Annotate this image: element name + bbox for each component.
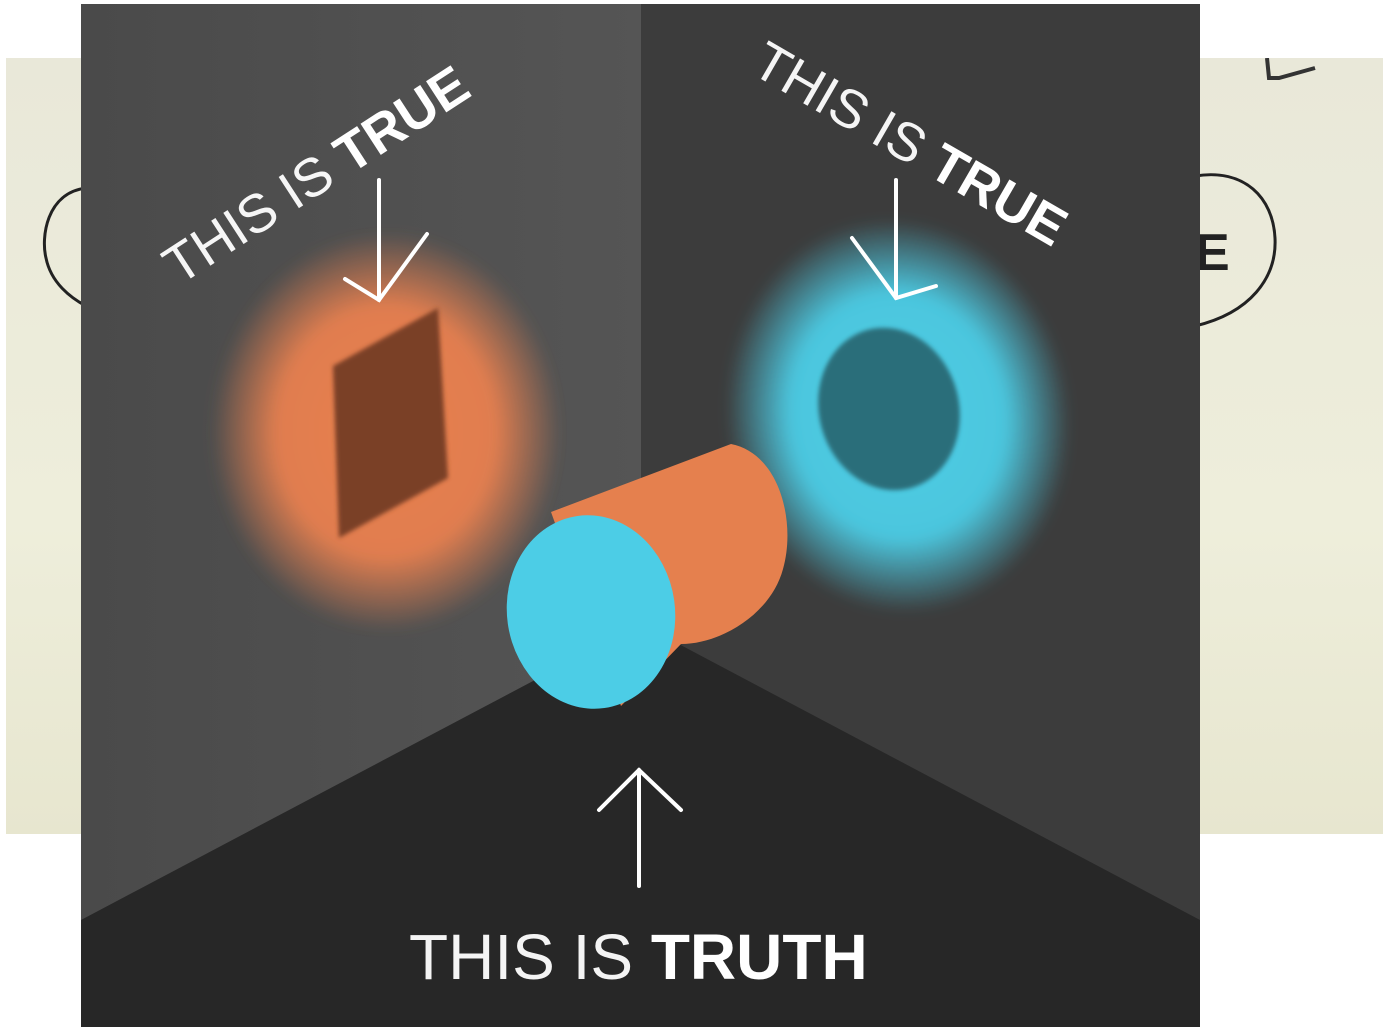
- floor-caption: THIS IS TRUTH: [409, 921, 868, 993]
- background-ellipse-fragment-left: [44, 188, 86, 306]
- background-mark: [1267, 58, 1315, 78]
- background-slide-right: E: [1195, 58, 1383, 834]
- truth-illustration: THIS IS TRUE THIS IS TRUE THIS IS TRUTH: [81, 4, 1200, 1027]
- background-slide-left: [6, 58, 86, 834]
- background-fragment-right: E: [1195, 224, 1230, 282]
- floor-caption-bold: TRUTH: [651, 921, 868, 993]
- floor-caption-light: THIS IS: [409, 921, 651, 993]
